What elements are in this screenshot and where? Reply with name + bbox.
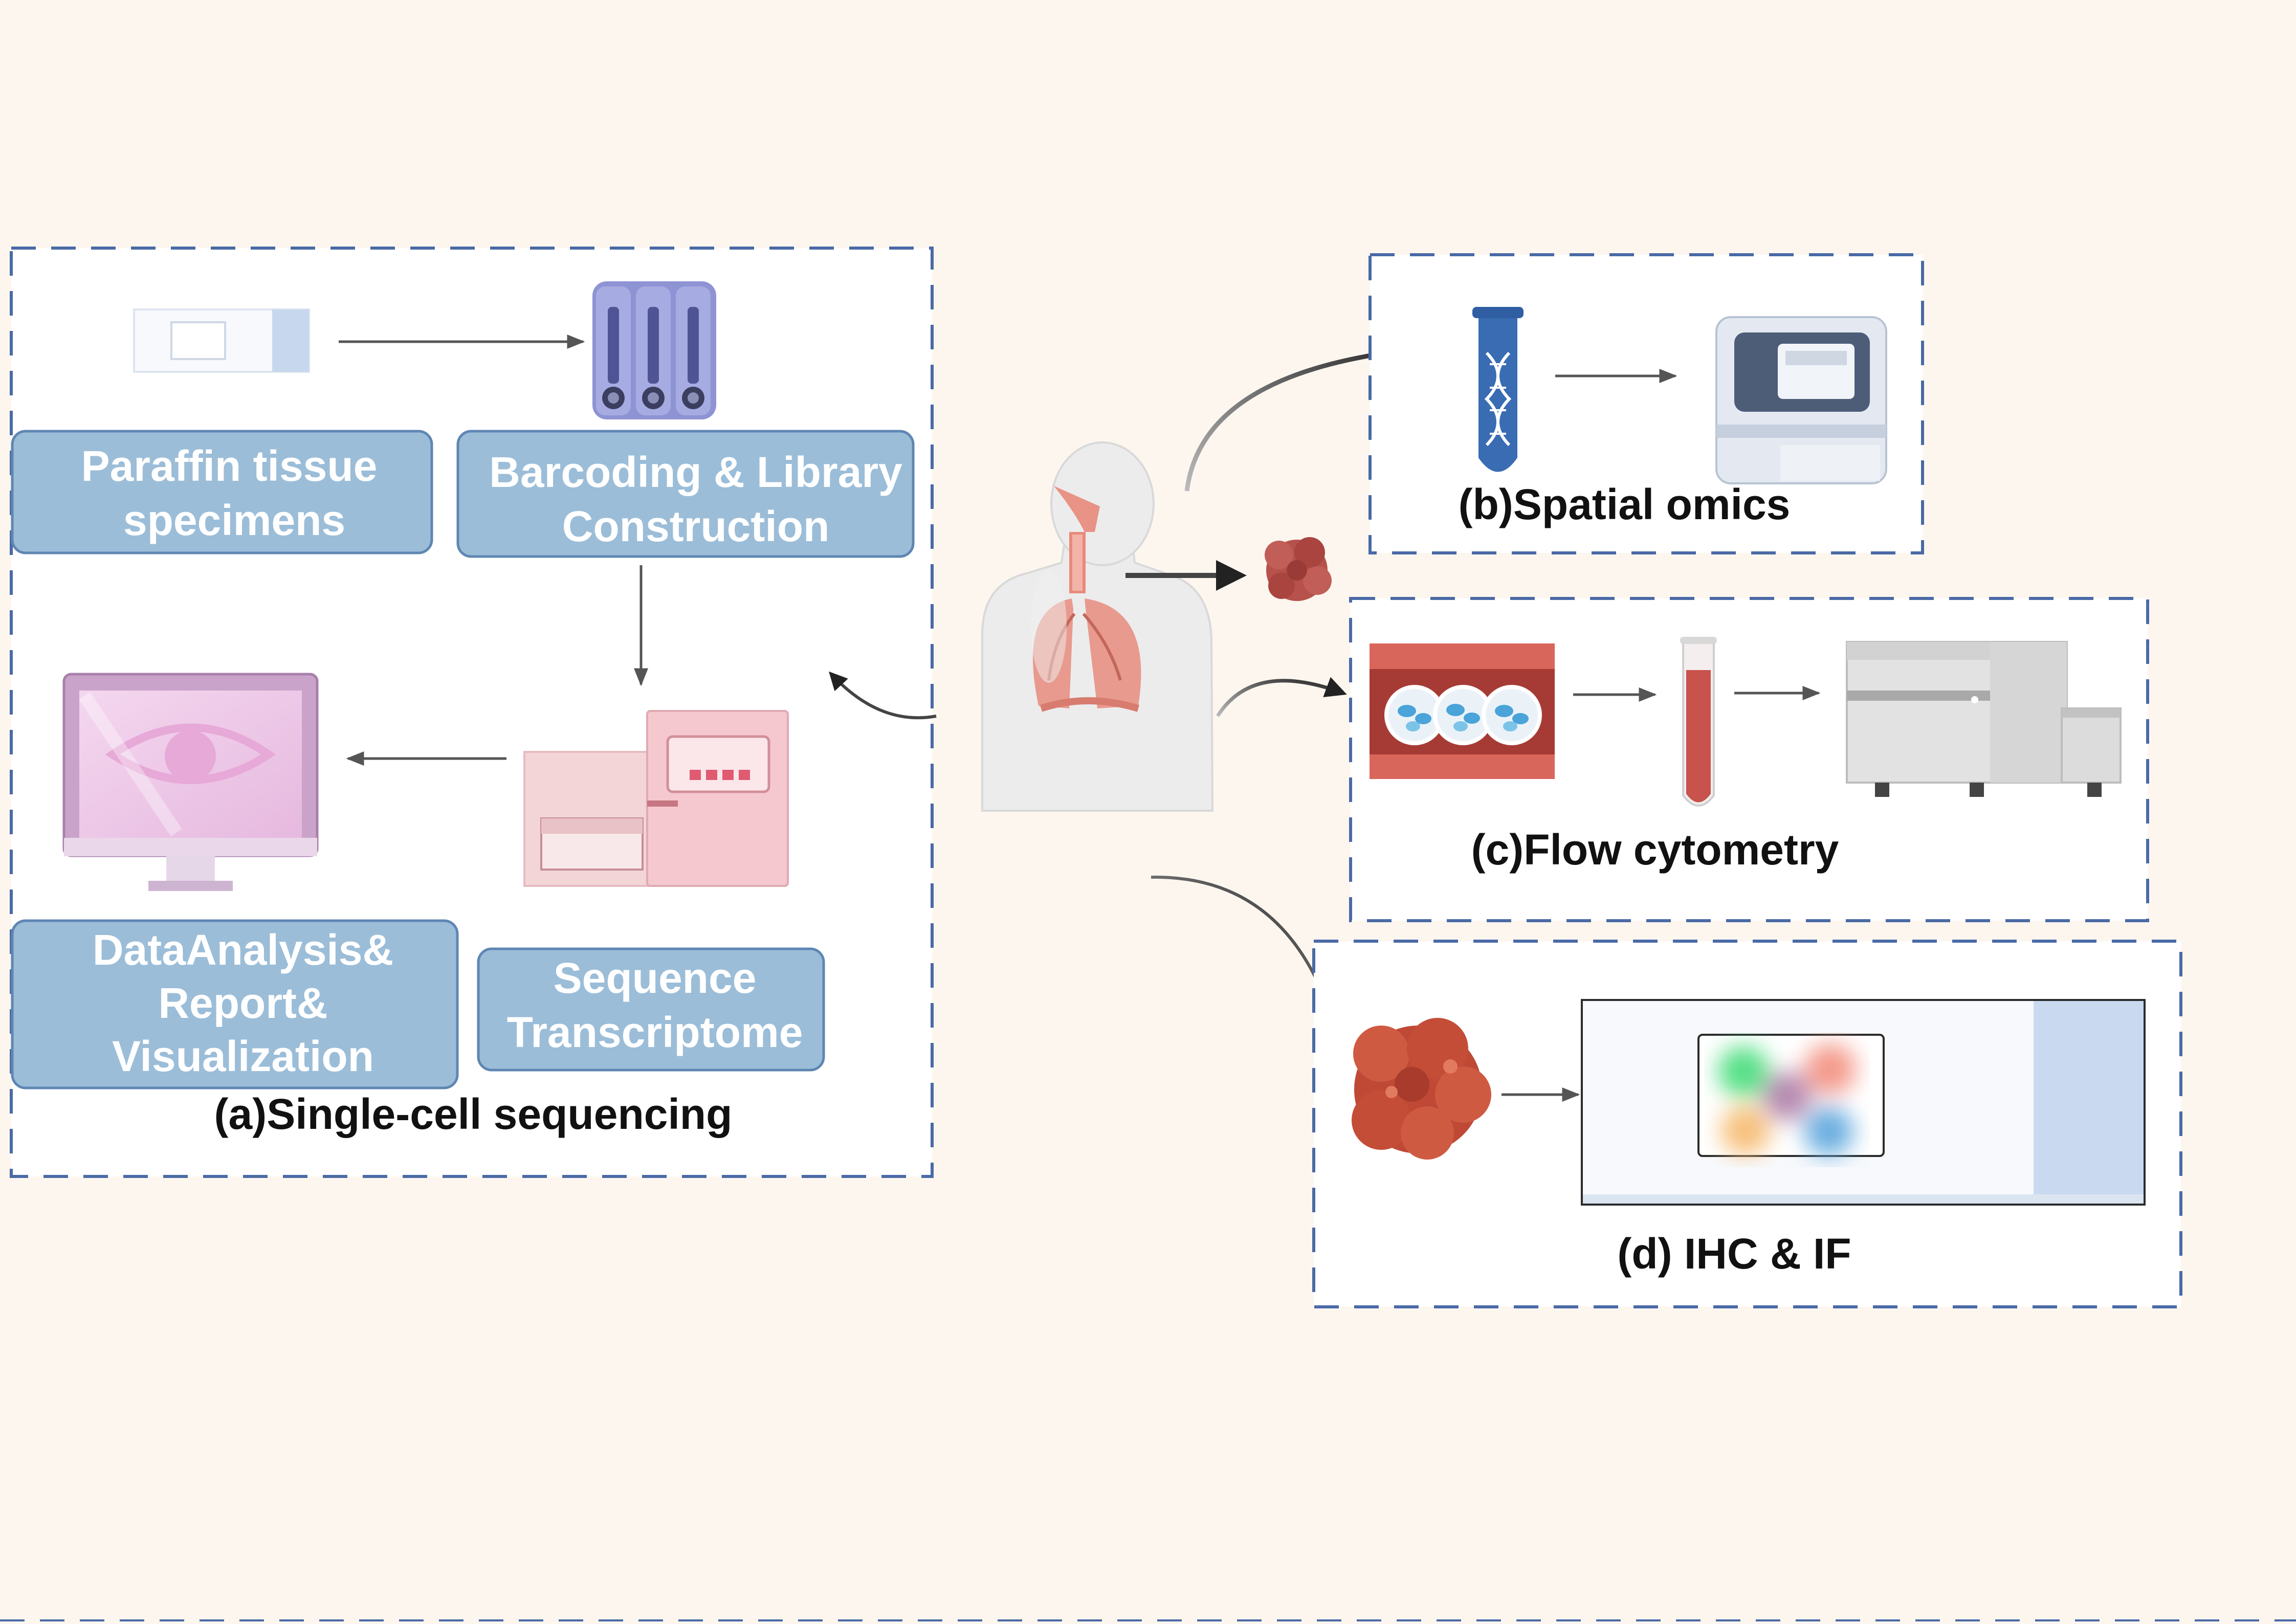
tissue-slide-icon [133, 308, 310, 373]
panel-d-caption: (d) IHC & IF [1617, 1230, 1851, 1278]
step-paraffin-line-1: Paraffin tissue [81, 442, 378, 490]
blood-tube-icon [1680, 637, 1717, 807]
panel-b-caption: (b)Spatial omics [1459, 480, 1791, 528]
step-box-paraffin: Paraffin tissue specimens [11, 430, 433, 554]
human-body-icon [981, 441, 1214, 812]
step-box-data-analysis: DataAnalysis& Report& Visualization [11, 919, 459, 1089]
tissue-sample-icon [1265, 537, 1332, 601]
step-sequence-line-2: Transcriptome [507, 1008, 803, 1056]
step-data-analysis-line-2: Report& [158, 979, 327, 1027]
stained-slide-icon [1581, 999, 2146, 1206]
panel-d: (d) IHC & IF [1312, 940, 2182, 1308]
panel-c: (c)Flow cytometry [1349, 597, 2149, 922]
sequencer-icon [523, 710, 789, 887]
panel-a-caption: (a)Single-cell sequencing [214, 1090, 733, 1138]
step-sequence-line-1: Sequence [554, 954, 757, 1002]
flow-cytometer-icon [1846, 641, 2122, 797]
step-box-sequence: Sequence Transcriptome [477, 947, 825, 1072]
arrow-to-panel-d [1151, 875, 1340, 1032]
arrow-to-panel-a [829, 671, 937, 720]
step-paraffin-line-2: specimens [123, 496, 345, 544]
blood-vessel-icon [1370, 643, 1555, 779]
step-barcoding-line-2: Construction [562, 502, 830, 550]
barcoding-cartridge-icon [592, 281, 716, 419]
step-data-analysis-line-3: Visualization [112, 1032, 374, 1080]
step-barcoding-line-1: Barcoding & Library [489, 448, 902, 496]
arrow-to-panel-c [1216, 677, 1347, 717]
panel-b: (b)Spatial omics [1368, 253, 1924, 554]
monitor-icon [62, 673, 319, 891]
panel-c-caption: (c)Flow cytometry [1471, 826, 1839, 874]
tumor-tissue-icon [1352, 1018, 1491, 1160]
spatial-instrument-icon [1715, 316, 1887, 484]
dna-tube-icon [1472, 307, 1524, 472]
step-data-analysis-line-1: DataAnalysis& [93, 926, 393, 974]
step-box-barcoding: Barcoding & Library Construction [456, 430, 915, 558]
panel-a: Paraffin tissue specimens Barcoding & Li… [10, 247, 934, 1178]
